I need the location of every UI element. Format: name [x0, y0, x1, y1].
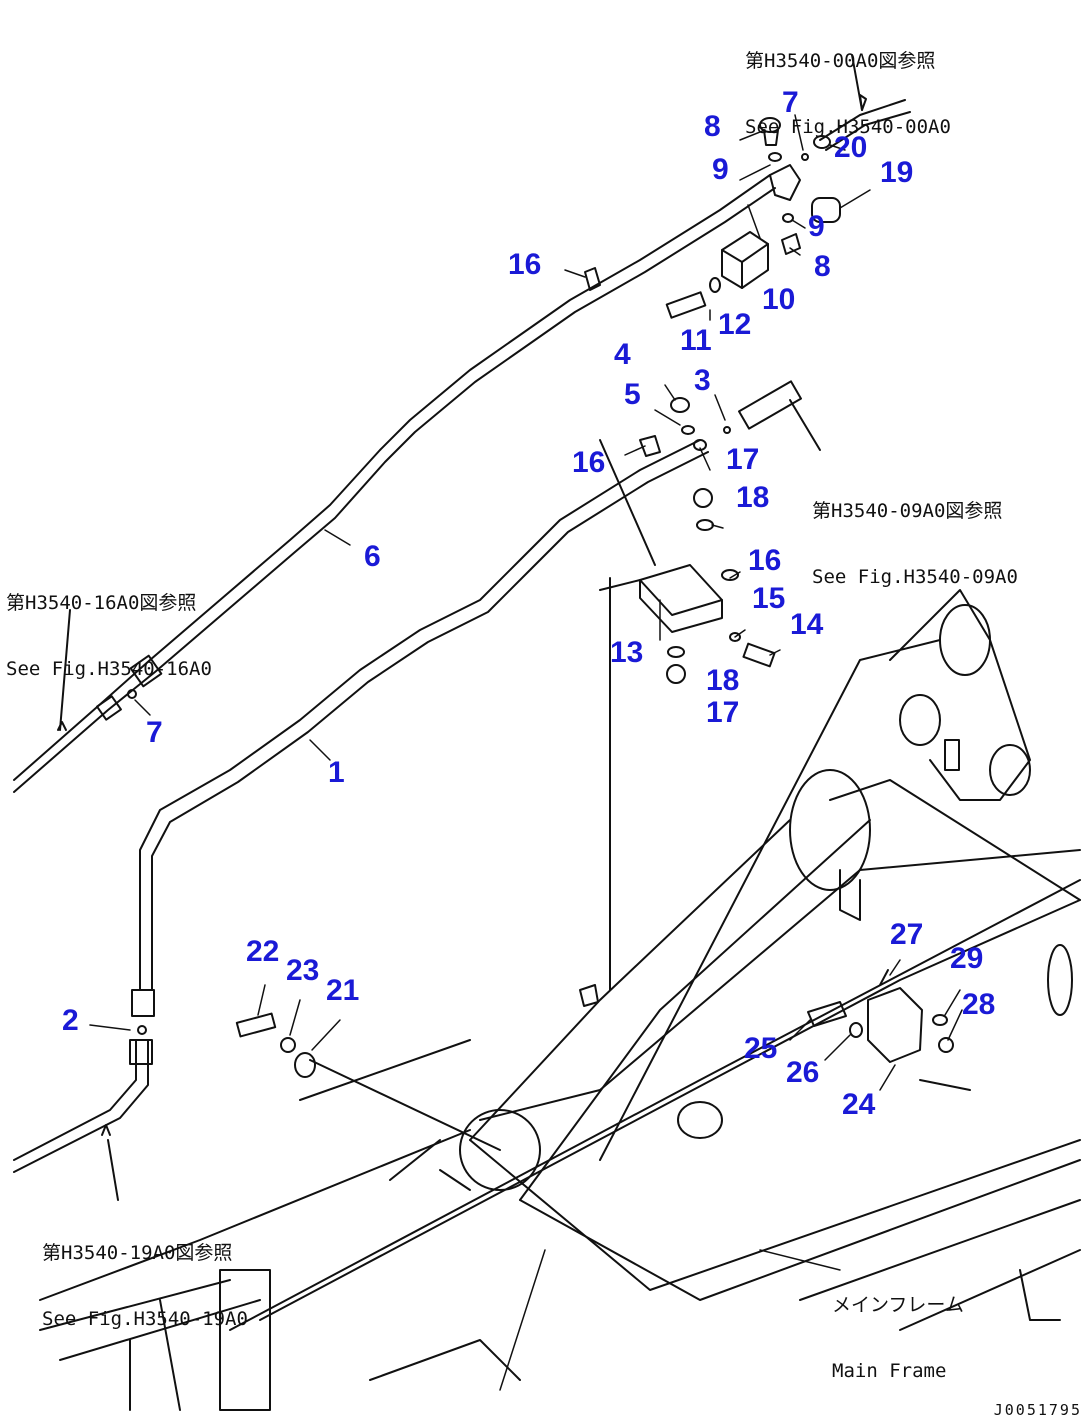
callout-3[interactable]: 3 — [694, 364, 711, 397]
callout-16-top[interactable]: 16 — [508, 248, 542, 281]
bracket-13 — [600, 440, 722, 990]
clamp-21-group — [237, 1014, 500, 1150]
callout-21[interactable]: 21 — [326, 974, 360, 1007]
boom-structure — [40, 590, 1080, 1410]
leader-lines — [90, 115, 962, 1390]
reference-note-middle-right: 第H3540-09A0図参照 See Fig.H3540-09A0 — [812, 456, 1018, 632]
callout-16-mid[interactable]: 16 — [572, 446, 606, 479]
callout-15[interactable]: 15 — [752, 582, 786, 615]
main-frame-label: メインフレーム Main Frame — [832, 1250, 964, 1426]
reference-note-top: 第H3540-00A0図参照 See Fig.H3540-00A0 — [745, 6, 951, 182]
callout-13[interactable]: 13 — [610, 636, 644, 669]
callout-12[interactable]: 12 — [718, 308, 752, 341]
bracket-24-group — [808, 970, 970, 1090]
callout-8-right[interactable]: 8 — [814, 250, 831, 283]
bolt-11 — [667, 278, 720, 318]
callout-4[interactable]: 4 — [614, 338, 631, 371]
callout-17-bottom[interactable]: 17 — [706, 696, 740, 729]
main-frame-label-jp: メインフレーム — [832, 1294, 964, 1316]
main-frame-label-en: Main Frame — [832, 1360, 947, 1382]
callout-16-right[interactable]: 16 — [748, 544, 782, 577]
callout-9-right[interactable]: 9 — [808, 210, 825, 243]
callout-24[interactable]: 24 — [842, 1088, 876, 1121]
reference-note-bottom-left-en: See Fig.H3540-19A0 — [42, 1308, 248, 1330]
drawing-code: J0051795 — [993, 1401, 1082, 1419]
callout-28[interactable]: 28 — [962, 988, 996, 1021]
hose-1 — [14, 440, 708, 1172]
reference-note-left: 第H3540-16A0図参照 See Fig.H3540-16A0 — [6, 548, 212, 724]
fittings — [58, 656, 161, 1135]
reference-note-left-en: See Fig.H3540-16A0 — [6, 658, 212, 680]
callout-18-top[interactable]: 18 — [736, 481, 770, 514]
ref-arrows — [60, 55, 866, 1200]
callout-20[interactable]: 20 — [834, 131, 868, 164]
hose-20 — [814, 100, 910, 150]
callout-22[interactable]: 22 — [246, 935, 280, 968]
manifold-top — [760, 118, 808, 254]
callout-18-bottom[interactable]: 18 — [706, 664, 740, 697]
small-parts — [585, 268, 801, 683]
callout-1[interactable]: 1 — [328, 756, 345, 789]
callout-17-top[interactable]: 17 — [726, 443, 760, 476]
callout-23[interactable]: 23 — [286, 954, 320, 987]
callout-7-top[interactable]: 7 — [782, 86, 799, 119]
callout-10[interactable]: 10 — [762, 283, 796, 316]
callout-8-top[interactable]: 8 — [704, 110, 721, 143]
callout-14[interactable]: 14 — [790, 608, 824, 641]
callout-11[interactable]: 11 — [680, 324, 712, 357]
reference-note-middle-right-jp: 第H3540-09A0図参照 — [812, 500, 1003, 522]
reference-note-top-jp: 第H3540-00A0図参照 — [745, 50, 936, 72]
callout-29[interactable]: 29 — [950, 942, 984, 975]
reference-note-bottom-left-jp: 第H3540-19A0図参照 — [42, 1242, 233, 1264]
block-10 — [722, 232, 768, 288]
callout-5[interactable]: 5 — [624, 378, 641, 411]
callout-27[interactable]: 27 — [890, 918, 924, 951]
reference-note-left-jp: 第H3540-16A0図参照 — [6, 592, 197, 614]
reference-note-bottom-left: 第H3540-19A0図参照 See Fig.H3540-19A0 — [42, 1198, 248, 1374]
reference-note-middle-right-en: See Fig.H3540-09A0 — [812, 566, 1018, 588]
callout-7-left[interactable]: 7 — [146, 716, 163, 749]
reference-note-top-en: See Fig.H3540-00A0 — [745, 116, 951, 138]
callout-25[interactable]: 25 — [744, 1032, 778, 1065]
callout-2[interactable]: 2 — [62, 1004, 79, 1037]
callout-26[interactable]: 26 — [786, 1056, 820, 1089]
callout-19[interactable]: 19 — [880, 156, 914, 189]
hose-6 — [14, 175, 775, 792]
callout-6[interactable]: 6 — [364, 540, 381, 573]
plug-19 — [812, 198, 840, 222]
callout-9-left[interactable]: 9 — [712, 153, 729, 186]
